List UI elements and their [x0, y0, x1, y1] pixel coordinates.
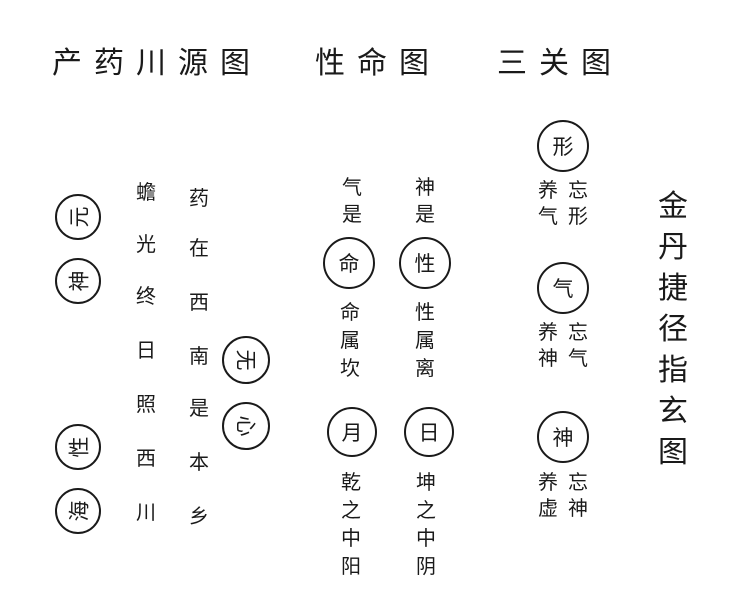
circle-wu: 无: [222, 336, 270, 384]
circle-hai: 海: [55, 488, 101, 534]
circle-xing: 性: [55, 424, 101, 470]
side-title-jindan: 金 丹 捷 径 指 玄 图: [658, 189, 688, 470]
circle-qi: 气: [537, 262, 589, 314]
title-chanyao: 产药川源图: [52, 46, 262, 81]
circle-xin: 心: [222, 402, 270, 450]
circle-shen-right: 神: [537, 411, 589, 463]
circle-xing-form: 形: [537, 120, 589, 172]
title-sanguan: 三关图: [497, 46, 623, 81]
circle-shen: 神: [55, 258, 101, 304]
title-xingming: 性命图: [315, 46, 441, 81]
circle-yuan: 元: [55, 194, 101, 240]
circle-ri: 日: [404, 407, 454, 457]
circle-ming: 命: [323, 237, 375, 289]
circle-xing-mid: 性: [399, 237, 451, 289]
circle-yue: 月: [327, 407, 377, 457]
